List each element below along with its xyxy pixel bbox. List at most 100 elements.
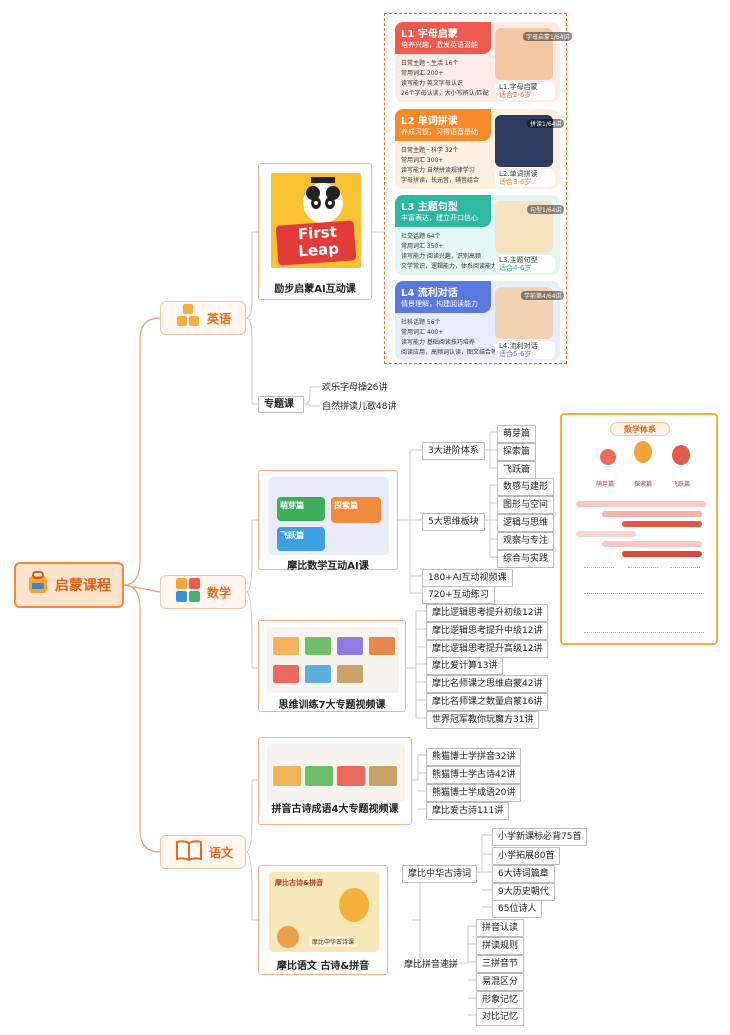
math-tile-2: 探索篇 [331,497,381,523]
l3-pill-age: 适合4-6岁 [499,264,532,272]
level-card-l4[interactable]: L4 流利对话 情景理解，构建阅读能力 社科话题 56个 常用词汇 400+ 读… [395,281,565,361]
abc-blocks-icon [175,304,201,332]
chinese-poetry-3[interactable]: 6大诗词篇章 [492,865,555,883]
l4-note: 阅读应用，高频词认读，图文结合等 [401,349,498,356]
math-video-5[interactable]: 摩比名师课之思维启蒙42讲 [426,675,549,693]
chinese-video-3[interactable]: 熊猫博士学成语20讲 [426,784,522,802]
l2-badge: 拼读1/64讲 [527,119,565,128]
l4-pill-age: 适合5-6岁 [499,350,532,358]
l1-illustration [495,28,553,80]
l4-pill: L4.流利对话 适合5-6岁 [495,341,555,359]
math-course-card[interactable]: 萌芽篇 探索篇 飞跃篇 摩比数学互动AI课 [258,470,398,572]
math-video-card[interactable]: 思维训练7大专题视频课 [258,620,406,712]
l3-badge: 句型1/64讲 [527,205,565,214]
l3-pill-title: L3.主题句型 [499,256,538,264]
chinese-video-1[interactable]: 熊猫博士学拼音32讲 [426,748,522,766]
l2-pill-title: L2.单词拼读 [499,170,538,178]
math-stages-node[interactable]: 3大进阶体系 [422,442,485,460]
l3-pill: L3.主题句型 适合4-6岁 [495,255,555,273]
l1-subtitle: 培养兴趣，激发英语潜能 [401,41,478,49]
math-block-3[interactable]: 逻辑与思维 [497,514,555,532]
math-block-4[interactable]: 观察与专注 [497,532,555,550]
math-course-screen: 萌芽篇 探索篇 飞跃篇 [269,477,389,555]
l4-row-3: 读写能力 基础阅读技巧培养 [401,339,475,346]
l3-title: L3 主题句型 [401,202,458,213]
chinese-poetry-4[interactable]: 9大历史朝代 [492,883,555,901]
math-video-3[interactable]: 摩比逻辑思考提升高级12讲 [426,640,549,658]
l1-pill-title: L1.字母启蒙 [499,83,538,91]
english-topic-item-2[interactable]: 自然拼读儿歌48讲 [322,402,397,412]
chinese-pinyin-3[interactable]: 三拼音节 [476,955,525,973]
math-video-1[interactable]: 摩比逻辑思考提升初级12讲 [426,604,549,622]
l3-row-1: 社交话题 64个 [401,233,441,240]
math-panel-stage-1: 萌芽篇 [596,481,615,488]
chinese-pinyin-node[interactable]: 摩比拼音速拼 [404,960,459,970]
chinese-course-card[interactable]: 摩比古诗&拼音 摩比中华古诗课 摩比语文 古诗&拼音 [258,865,388,975]
math-video-2[interactable]: 摩比逻辑思考提升中级12讲 [426,622,549,640]
math-video-6[interactable]: 摩比名师课之数量启蒙16讲 [426,693,549,711]
math-tile-3: 飞跃篇 [277,527,325,551]
chinese-poetry-5[interactable]: 65位诗人 [492,900,543,918]
chinese-poetry-1[interactable]: 小学新课标必背75首 [492,828,588,846]
subject-chinese-label: 语文 [209,845,234,860]
math-block-5[interactable]: 综合与实践 [497,550,555,568]
math-operators-icon [175,578,201,606]
chinese-video-2[interactable]: 熊猫博士学古诗42讲 [426,766,522,784]
chinese-poetry-2[interactable]: 小学拓展80首 [492,847,561,865]
math-stage-3[interactable]: 飞跃篇 [497,461,537,479]
chinese-video-4[interactable]: 摩比爱古诗111讲 [426,802,510,820]
l2-note: 字母拼读，长元音，辅音组合 [401,177,480,184]
english-topic-node[interactable]: 专题课 [258,396,304,413]
level-card-l3[interactable]: L3 主题句型 丰富表达，建立开口信心 社交话题 64个 常用词汇 350+ 读… [395,195,565,275]
chinese-pinyin-1[interactable]: 拼音认读 [476,919,525,937]
l2-illustration [495,115,553,167]
chinese-pinyin-5[interactable]: 形象记忆 [476,991,525,1009]
l1-pill: L1.字母启蒙 适合2-6岁 [495,82,555,100]
chinese-pinyin-2[interactable]: 拼读规则 [476,937,525,955]
english-course-caption: 励步启蒙AI互动课 [274,284,356,295]
math-stage-1[interactable]: 萌芽篇 [497,425,537,443]
mascot-1-icon [600,449,616,465]
chinese-video-thumbnails [267,744,405,802]
l3-row-2: 常用词汇 350+ [401,243,444,250]
chinese-pinyin-6[interactable]: 对比记忆 [476,1008,525,1026]
level-card-l1[interactable]: L1 字母启蒙 培养兴趣，激发英语潜能 日常主题・生活 16个 常用词汇 200… [395,22,573,102]
math-panel-stage-2: 探索篇 [634,481,653,488]
chinese-course-caption: 摩比语文 古诗&拼音 [276,961,370,972]
chinese-pinyin-4[interactable]: 易混区分 [476,973,525,991]
math-blocks-node[interactable]: 5大思维板块 [422,513,485,531]
math-extra-2[interactable]: 720+互动练习 [422,586,495,604]
english-topic-item-1[interactable]: 欢乐字母操26讲 [322,383,388,393]
l1-pill-age: 适合2-6岁 [499,91,532,99]
l1-row-3: 读写能力 英文字母认识 [401,80,463,87]
level-card-l2[interactable]: L2 单词拼读 养成习惯，习得语音基础 日常主题・科学 32个 常用词汇 300… [395,109,565,189]
chinese-course-sub: 摩比中华古诗课 [309,936,358,947]
chinese-course-cover: 摩比古诗&拼音 摩比中华古诗课 [269,872,379,952]
math-stage-2[interactable]: 探索篇 [497,443,537,461]
chinese-video-card[interactable]: 拼音古诗成语4大专题视频课 [258,737,412,825]
open-book-icon [175,839,203,865]
mascot-child-icon [277,926,299,948]
l2-pill: L2.单词拼读 适合3-6岁 [495,169,555,187]
math-video-4[interactable]: 摩比爱计算13讲 [426,657,504,675]
l1-row-1: 日常主题・生活 16个 [401,60,459,67]
l4-badge: 学前第4/64讲 [521,291,565,300]
l2-row-3: 读写能力 自然拼读规律学习 [401,167,475,174]
subject-english: 英语 [160,301,246,335]
l2-subtitle: 养成习惯，习得语音基础 [401,128,478,136]
l2-title: L2 单词拼读 [401,116,458,127]
english-course-card[interactable]: First Leap 励步启蒙AI互动课 [258,163,372,300]
l3-row-3: 读写能力 阅读兴趣，识别高频 [401,253,481,260]
math-block-2[interactable]: 图形与空间 [497,496,555,514]
l4-row-1: 社科话题 56个 [401,319,441,326]
math-video-7[interactable]: 世界冠军教你玩魔方31讲 [426,711,540,729]
math-block-1[interactable]: 数感与建形 [497,478,555,496]
math-video-caption: 思维训练7大专题视频课 [278,700,386,711]
first-leap-logo: First Leap [271,173,361,268]
chinese-poetry-node[interactable]: 摩比中华古诗词 [402,865,478,883]
math-extra-1[interactable]: 180+AI互动视频课 [422,569,513,587]
math-panel-stage-3: 飞跃篇 [672,481,691,488]
l4-illustration [495,287,553,339]
l1-title: L1 字母启蒙 [401,29,458,40]
